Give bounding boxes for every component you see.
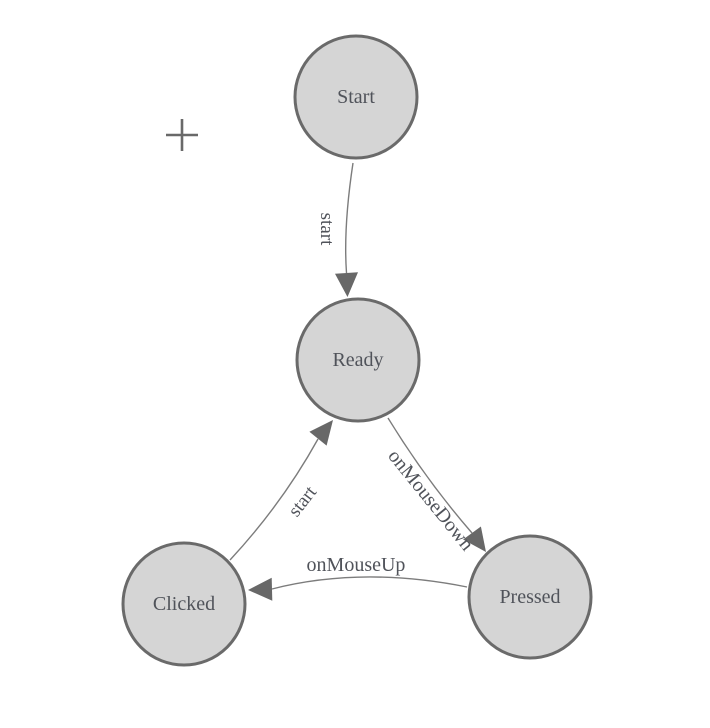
node-ready-label: Ready bbox=[332, 349, 383, 371]
node-start-circle bbox=[293, 34, 419, 160]
edge-clicked-to-ready-line bbox=[229, 438, 319, 561]
node-clicked-circle bbox=[121, 541, 247, 667]
node-clicked-label: Clicked bbox=[153, 593, 215, 615]
node-pressed[interactable]: Pressed bbox=[467, 534, 593, 660]
edge-start-to-ready[interactable]: start bbox=[316, 162, 358, 297]
edge-start-to-ready-line bbox=[345, 162, 354, 274]
arrowhead-into-clicked bbox=[248, 577, 273, 601]
edge-label-start-2: start bbox=[284, 482, 321, 521]
edge-label-onmousedown: onMouseDown bbox=[383, 445, 478, 555]
node-pressed-circle bbox=[467, 534, 593, 660]
edge-pressed-to-clicked[interactable]: onMouseUp bbox=[248, 554, 468, 601]
node-ready[interactable]: Ready bbox=[295, 297, 421, 423]
arrowhead-into-ready-top bbox=[335, 272, 358, 297]
edge-ready-to-pressed-line bbox=[387, 417, 473, 534]
edge-label-start-1: start bbox=[316, 213, 337, 246]
edge-pressed-to-clicked-line bbox=[271, 576, 468, 590]
arrowhead-into-ready-bottom bbox=[309, 420, 333, 446]
node-start-label: Start bbox=[337, 86, 375, 108]
edge-clicked-to-ready[interactable]: start bbox=[229, 420, 333, 561]
edge-ready-to-pressed[interactable]: onMouseDown bbox=[383, 417, 486, 555]
edge-label-onmouseup: onMouseUp bbox=[307, 554, 406, 576]
node-start[interactable]: Start bbox=[293, 34, 419, 160]
arrowhead-into-pressed bbox=[463, 526, 486, 552]
node-clicked[interactable]: Clicked bbox=[121, 541, 247, 667]
plus-icon bbox=[166, 119, 198, 151]
node-ready-circle bbox=[295, 297, 421, 423]
node-pressed-label: Pressed bbox=[499, 586, 560, 608]
